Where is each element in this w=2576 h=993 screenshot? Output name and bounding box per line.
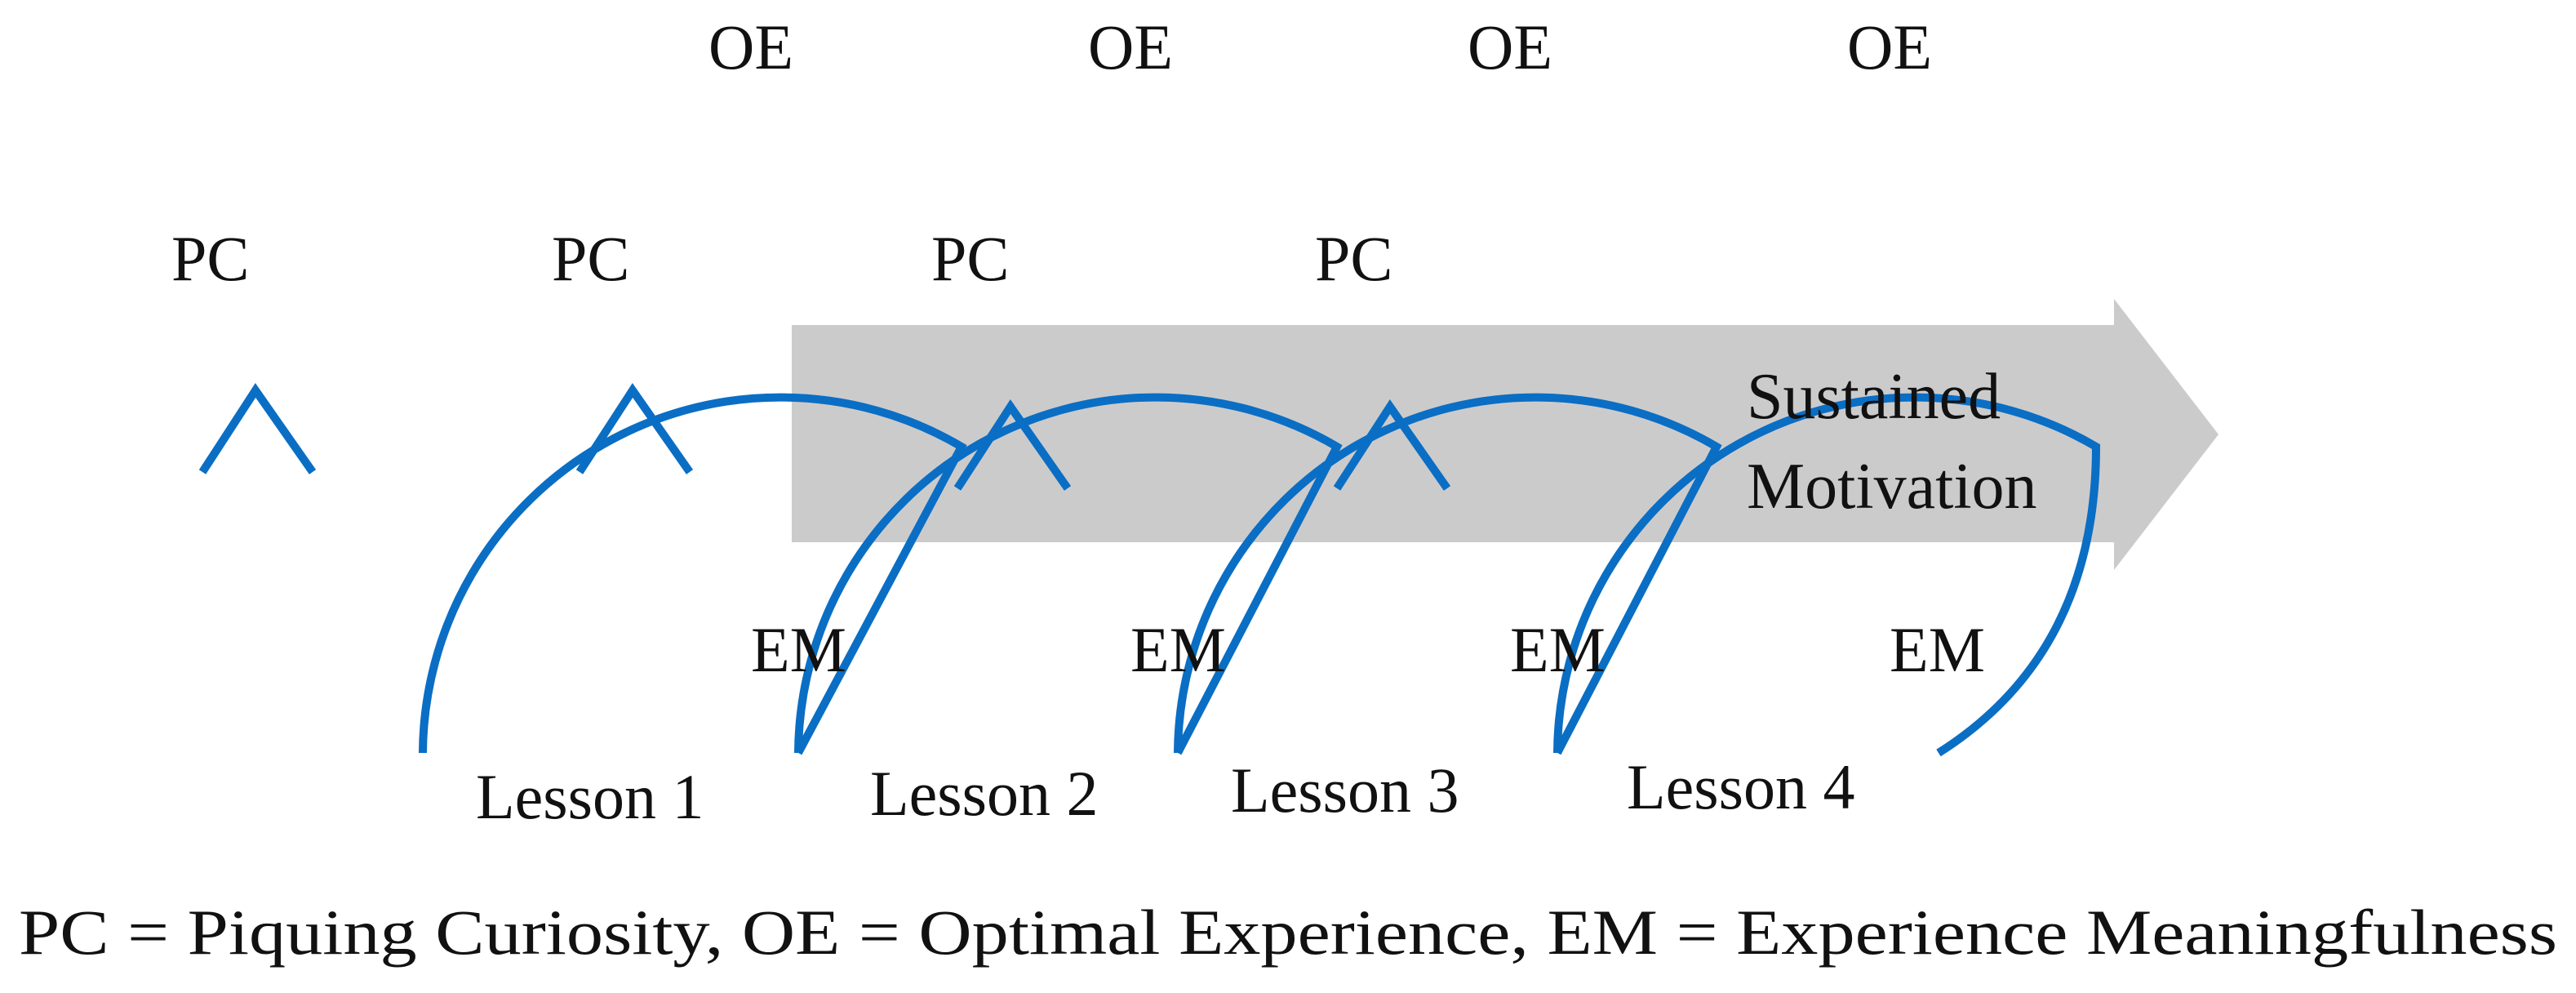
lesson-label-3: Lesson 3 bbox=[1231, 755, 1459, 826]
em-label-2: EM bbox=[1130, 614, 1226, 685]
loop-4-curve bbox=[1553, 393, 2101, 757]
arrow-label-line2: Motivation bbox=[1747, 451, 2037, 523]
oe-label-2: OE bbox=[1088, 11, 1173, 82]
loop-3-direction-marker bbox=[953, 399, 1072, 491]
loop-1-direction-marker bbox=[198, 383, 317, 474]
lesson-label-4: Lesson 4 bbox=[1627, 751, 1854, 822]
pc-label-4: PC bbox=[1315, 223, 1392, 294]
oe-label-3: OE bbox=[1468, 11, 1552, 82]
arrow-label-line1: Sustained bbox=[1747, 361, 2001, 433]
em-label-3: EM bbox=[1510, 614, 1606, 685]
lesson-label-2: Lesson 2 bbox=[870, 758, 1098, 829]
loop-2-direction-marker bbox=[575, 383, 694, 474]
oe-label-4: OE bbox=[1847, 11, 1932, 82]
loop-4 bbox=[1333, 393, 2101, 757]
pc-label-3: PC bbox=[931, 223, 1009, 294]
legend-text: PC = Piquing Curiosity, OE = Optimal Exp… bbox=[19, 897, 2557, 968]
pc-label-1: PC bbox=[171, 223, 249, 294]
loop-4-direction-marker bbox=[1333, 399, 1451, 491]
loop-1-curve bbox=[419, 393, 967, 755]
lesson-label-1: Lesson 1 bbox=[476, 761, 704, 832]
em-label-4: EM bbox=[1890, 614, 1985, 685]
sustained-motivation-arrow bbox=[792, 299, 2218, 570]
pc-label-2: PC bbox=[552, 223, 629, 294]
oe-label-1: OE bbox=[708, 11, 793, 82]
em-label-1: EM bbox=[751, 614, 846, 685]
loop-1 bbox=[198, 383, 967, 755]
